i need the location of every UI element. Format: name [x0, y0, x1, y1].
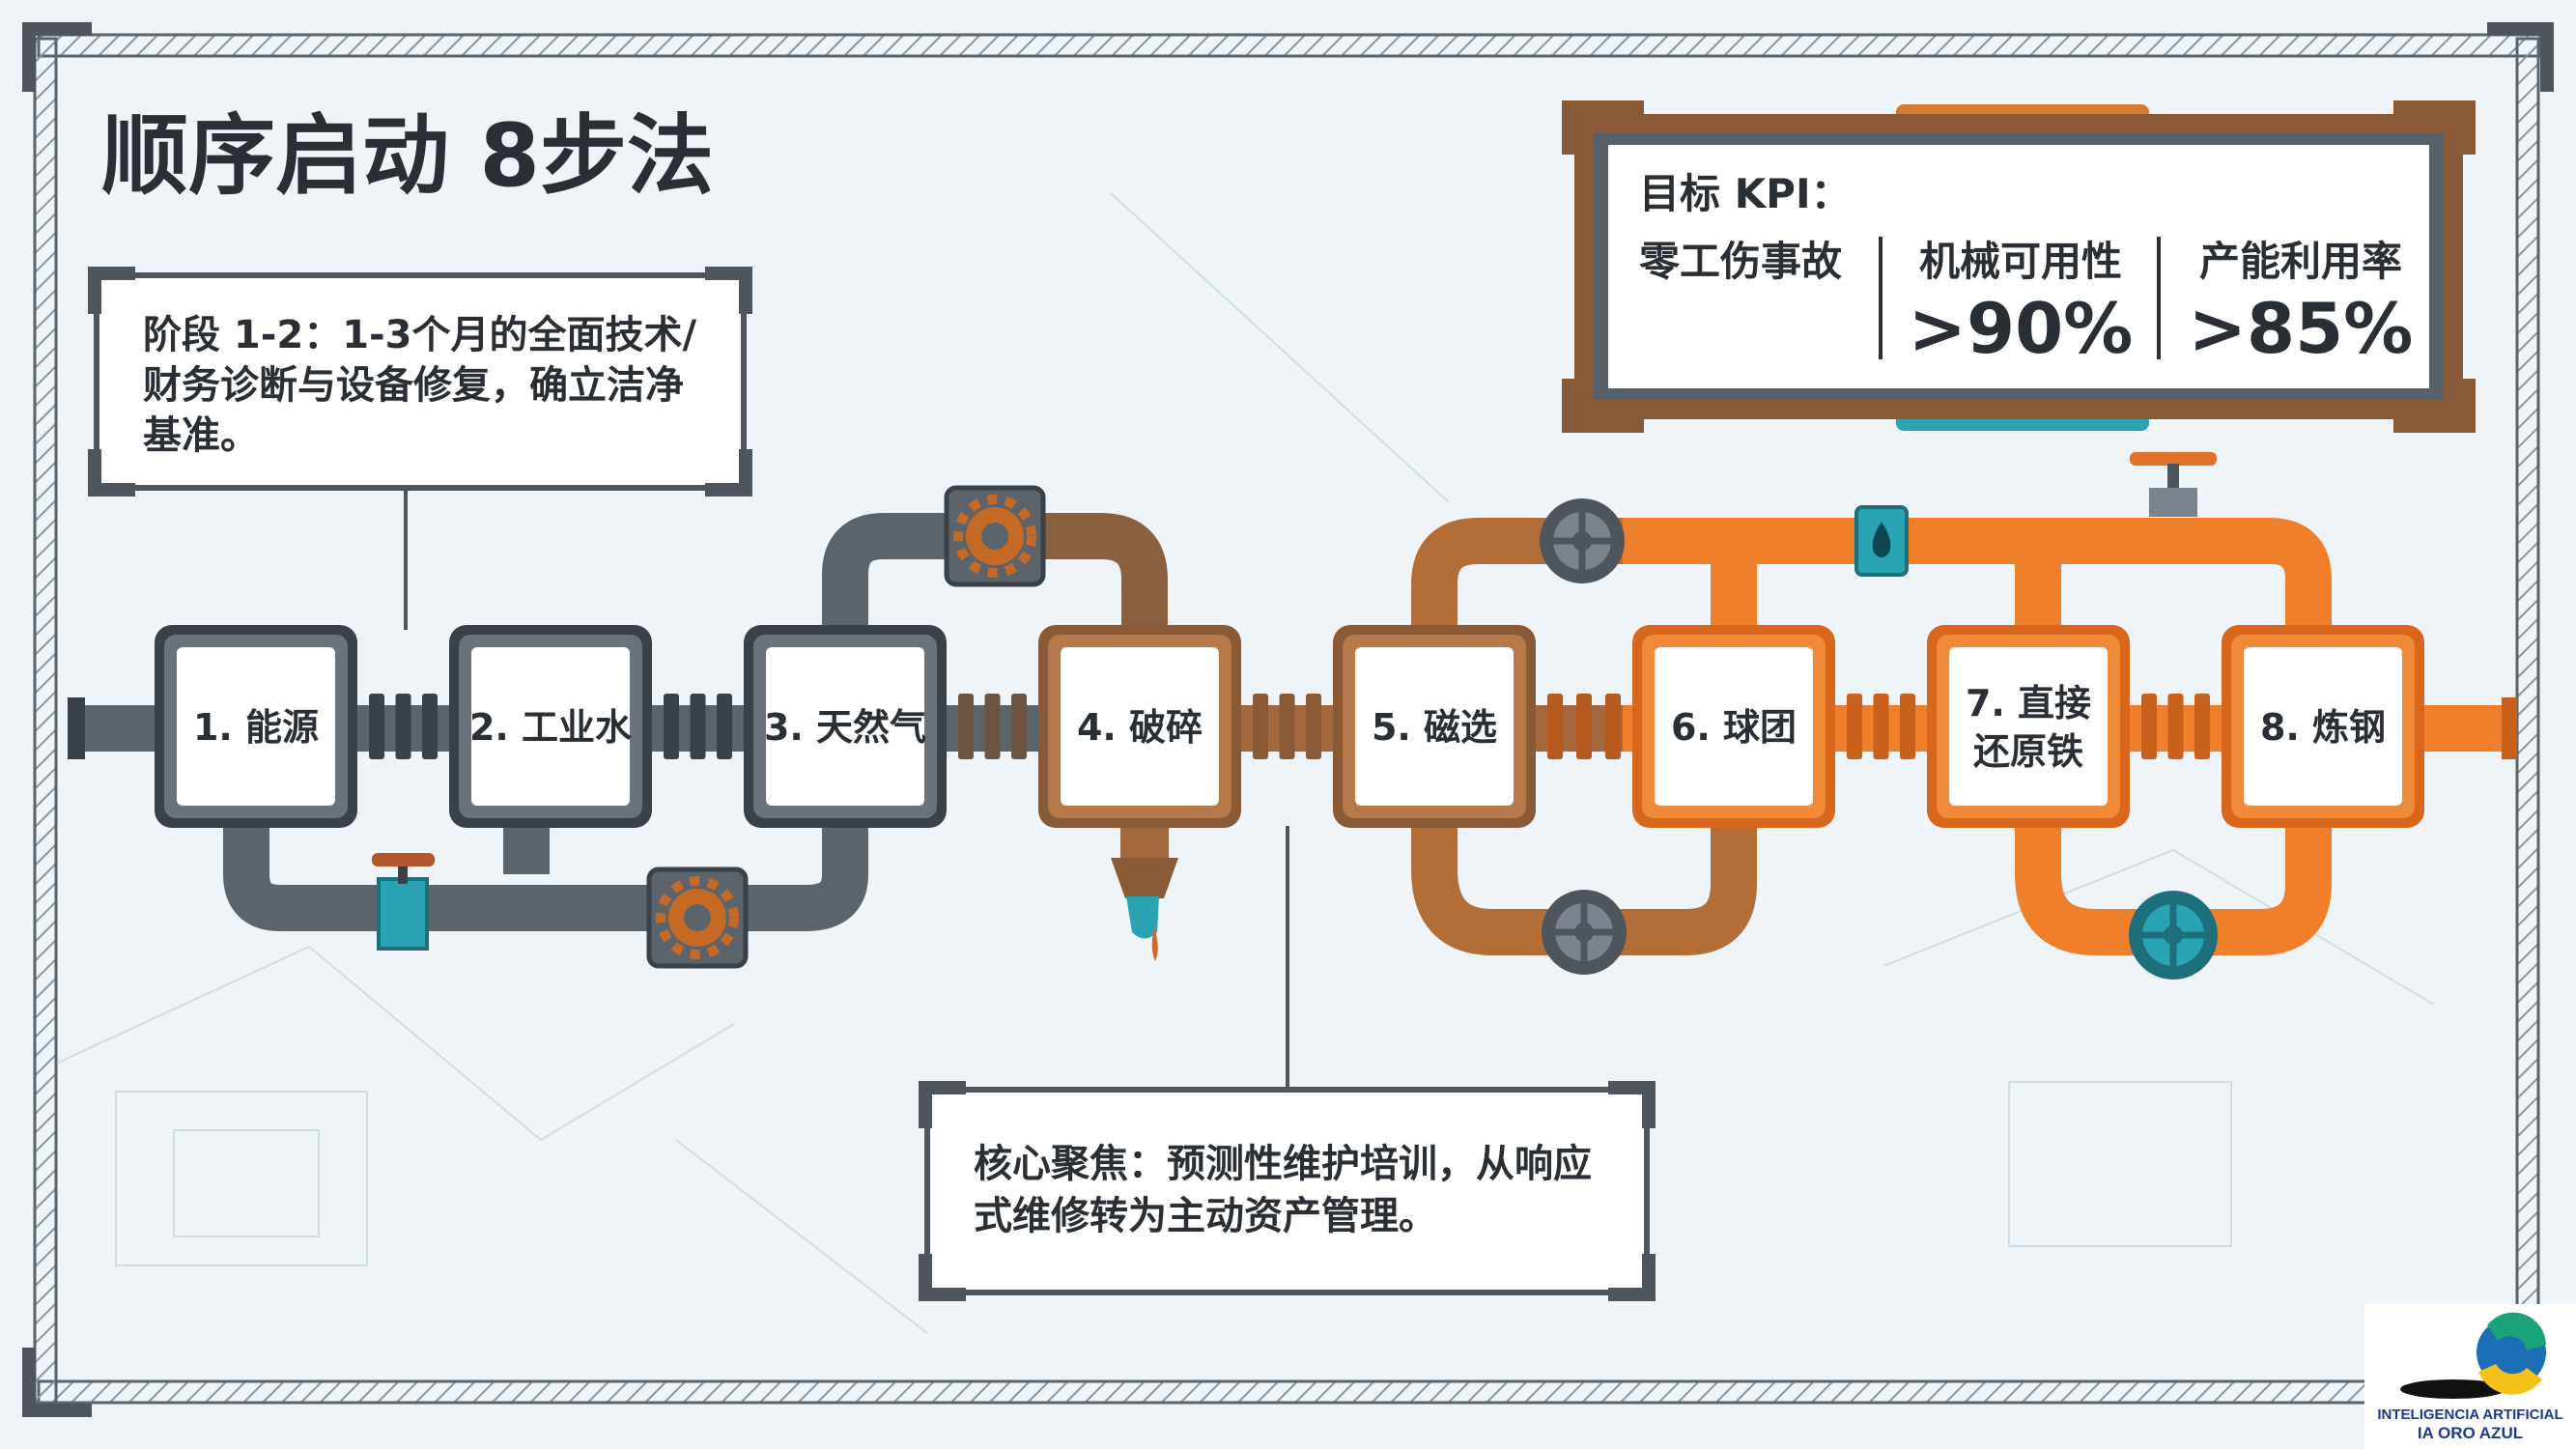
- focus-note-box: 核心聚焦：预测性维护培训，从响应 式维修转为主动资产管理。: [919, 1081, 1656, 1301]
- pipe-flange: [984, 694, 1001, 759]
- kpi-label-3: 产能利用率: [2199, 238, 2402, 285]
- kpi-label-2: 机械可用性: [1919, 238, 2122, 285]
- step-label-3: 3. 天然气: [764, 706, 926, 749]
- pipe-flange: [395, 694, 411, 759]
- water-drop-icon: [1854, 505, 1909, 577]
- orange-lower-loops: [1411, 811, 2332, 955]
- pipe-flange: [2141, 694, 2157, 759]
- step-box-2: 2. 工业水: [449, 625, 652, 828]
- pipe-flange: [690, 694, 706, 759]
- pipe-flange: [1847, 694, 1862, 759]
- gate-valve-icon: [2130, 452, 2217, 517]
- wheel-valve-icon: [1542, 890, 1627, 975]
- kpi-heading: 目标 KPI：: [1639, 170, 1852, 217]
- phase-note-line-2: 财务诊断与设备修复，确立洁净: [143, 363, 684, 408]
- gear-icon: [944, 485, 1046, 587]
- wheel-valve-icon: [1540, 498, 1625, 583]
- step-box-3: 3. 天然气: [744, 625, 947, 828]
- step-box-5: 5. 磁选: [1333, 625, 1536, 828]
- pipe-flange: [369, 694, 384, 759]
- pipe-flange: [1605, 694, 1621, 759]
- pipe-flange: [2167, 694, 2184, 759]
- pipe-flange: [958, 694, 974, 759]
- step-box-8: 8. 炼钢: [2222, 625, 2424, 828]
- leaking-nozzle-icon: [1111, 811, 1178, 961]
- pipe-flange: [1873, 694, 1889, 759]
- step-label-7-line-2: 还原铁: [1973, 730, 2083, 773]
- pipe-flange: [664, 694, 679, 759]
- phase-note-box: 阶段 1-2：1-3个月的全面技术/ 财务诊断与设备修复，确立洁净 基准。: [88, 267, 752, 497]
- logo-text-line-1: INTELIGENCIA ARTIFICIAL: [2377, 1406, 2563, 1423]
- kpi-label-1: 零工伤事故: [1639, 238, 1842, 285]
- step-box-6: 6. 球团: [1632, 625, 1835, 828]
- focus-note-line-2: 式维修转为主动资产管理。: [974, 1194, 1437, 1238]
- pipe-flange: [717, 694, 732, 759]
- kpi-box: 目标 KPI： 零工伤事故 机械可用性 产能利用率 >90% >85%: [1562, 100, 2476, 433]
- gray-upper-loop: [822, 513, 1168, 638]
- pipe-flange: [422, 694, 438, 759]
- pipe-flange: [2194, 694, 2210, 759]
- gear-icon: [646, 867, 749, 969]
- focus-note-line-1: 核心聚焦：预测性维护培训，从响应: [974, 1142, 1592, 1186]
- step-label-7-line-1: 7. 直接: [1966, 682, 2091, 724]
- logo-text-line-2: IA ORO AZUL: [2417, 1424, 2524, 1442]
- pipe-flange: [1011, 694, 1027, 759]
- pipe-flange: [1900, 694, 1915, 759]
- pipe-flange: [1253, 694, 1268, 759]
- ia-oro-azul-logo: [2364, 1304, 2576, 1449]
- outer-frame: [22, 22, 2554, 1417]
- water-valve-icon: [372, 853, 435, 951]
- pipe-flange: [1306, 694, 1321, 759]
- page-title: 顺序启动 8步法: [101, 105, 714, 207]
- kpi-value-2: >90%: [1909, 288, 2134, 369]
- step-label-1: 1. 能源: [193, 706, 319, 749]
- pipe-flange: [1576, 694, 1592, 759]
- wheel-valve-icon: [2129, 891, 2218, 980]
- step-label-5: 5. 磁选: [1372, 706, 1497, 749]
- phase-note-line-1: 阶段 1-2：1-3个月的全面技术/: [143, 313, 696, 357]
- phase-note-line-3: 基准。: [143, 413, 259, 458]
- orange-upper-manifold: [1411, 518, 2332, 638]
- pipe-flanges: [369, 694, 2210, 759]
- step-label-2: 2. 工业水: [469, 706, 633, 749]
- step-box-4: 4. 破碎: [1038, 625, 1241, 828]
- step-label-8: 8. 炼钢: [2260, 706, 2386, 749]
- step-label-6: 6. 球团: [1671, 706, 1797, 749]
- step-label-4: 4. 破碎: [1077, 706, 1203, 749]
- kpi-value-3: >85%: [2189, 288, 2414, 369]
- step-stations: 1. 能源 2. 工业水 3. 天然气 4. 破碎 5. 磁选 6. 球团 7. 直接还原铁…: [155, 625, 2424, 828]
- step-box-1: 1. 能源: [155, 625, 357, 828]
- pipe-flange: [1279, 694, 1295, 759]
- pipe-flange: [1547, 694, 1563, 759]
